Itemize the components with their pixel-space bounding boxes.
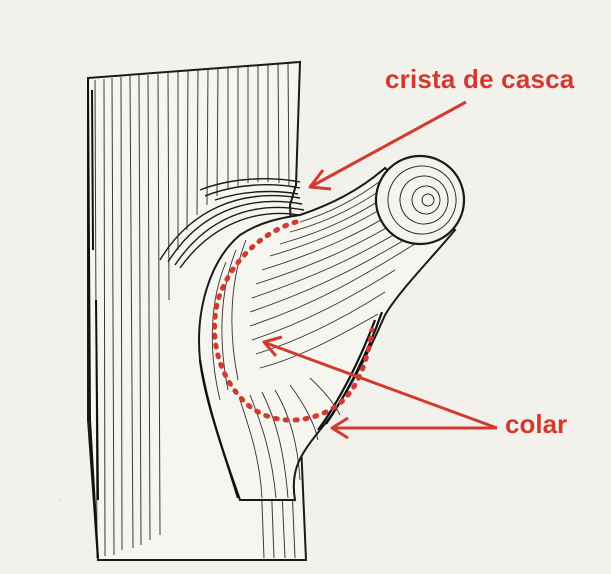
bark-ridge-label: crista de casca [385,66,574,92]
collar-label: colar [505,411,567,437]
